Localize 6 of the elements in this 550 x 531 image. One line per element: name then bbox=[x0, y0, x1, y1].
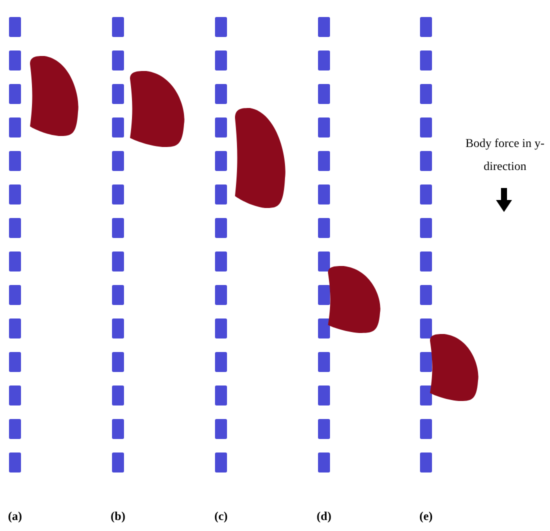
force-label: Body force in y-direction bbox=[464, 135, 546, 175]
panel-label: (e) bbox=[418, 508, 434, 525]
panel-label: (d) bbox=[316, 508, 332, 525]
panel-label: (a) bbox=[7, 508, 23, 525]
panel-label: (b) bbox=[110, 508, 126, 525]
panel-label: (c) bbox=[213, 508, 229, 525]
